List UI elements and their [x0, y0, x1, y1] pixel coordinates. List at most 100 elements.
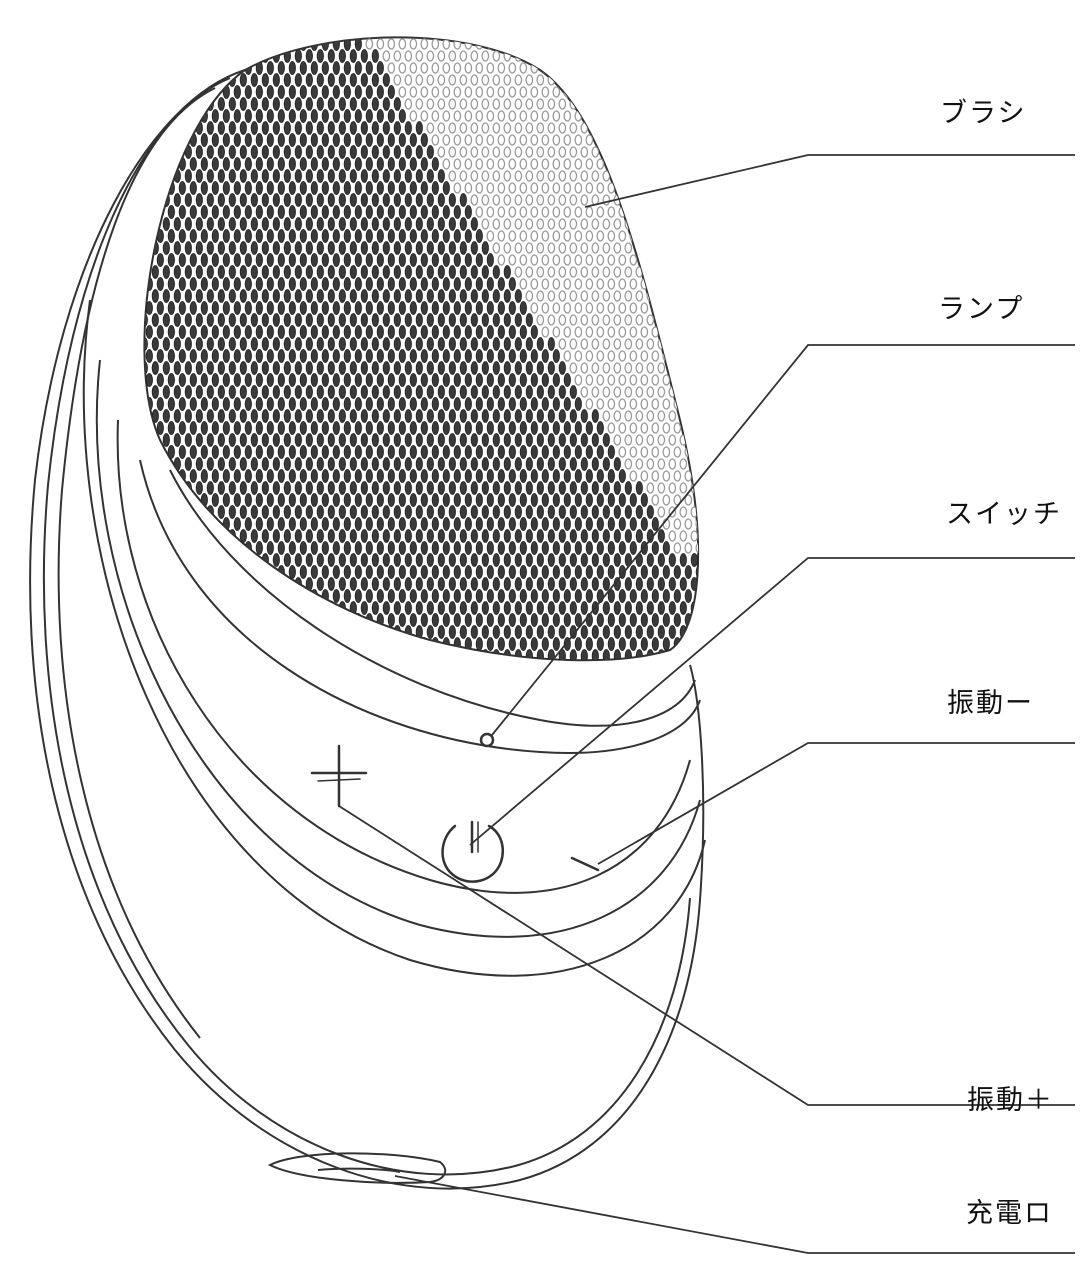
bristle: [300, 254, 306, 267]
bristle: [696, 111, 702, 121]
bristle: [339, 482, 345, 495]
bristle: [432, 302, 438, 315]
bristle: [394, 650, 400, 663]
bristle: [339, 410, 345, 423]
bristle: [212, 158, 218, 171]
bristle: [564, 15, 570, 25]
bristle: [597, 662, 603, 675]
bristle: [355, 15, 361, 25]
bristle: [284, 530, 290, 543]
bristle: [487, 374, 493, 387]
bristle: [465, 230, 471, 243]
bristle: [322, 278, 328, 291]
bristle: [702, 483, 708, 493]
bristle: [663, 566, 669, 579]
bristle: [449, 434, 455, 447]
bristle: [575, 662, 581, 675]
bristle: [498, 398, 504, 411]
bristle: [212, 542, 218, 555]
bristle: [394, 554, 400, 567]
bristle: [647, 75, 653, 85]
bristle: [542, 470, 548, 483]
bristle: [619, 447, 625, 457]
bristle: [372, 674, 378, 687]
bristle: [179, 14, 185, 27]
bristle: [531, 638, 537, 651]
bristle: [537, 626, 543, 639]
bristle: [641, 15, 647, 25]
bristle: [355, 134, 361, 147]
bristle: [432, 638, 438, 651]
bristle: [278, 182, 284, 195]
bristle: [179, 614, 185, 627]
bristle: [322, 182, 328, 195]
bristle: [537, 554, 543, 567]
bristle: [262, 506, 268, 519]
bristle: [372, 362, 378, 375]
power-icon[interactable]: [443, 822, 503, 882]
bristle: [498, 255, 504, 265]
bristle: [691, 531, 697, 541]
vibration-plus-button[interactable]: [312, 746, 366, 806]
bristle: [273, 194, 279, 207]
bristle: [328, 338, 334, 351]
bristle: [223, 14, 229, 27]
bristle: [487, 566, 493, 579]
bristle: [207, 626, 213, 639]
bristle: [542, 303, 548, 313]
bristle: [416, 314, 422, 327]
bristle: [471, 362, 477, 375]
bristle: [157, 158, 163, 171]
bristle: [559, 554, 565, 567]
bristle: [421, 470, 427, 483]
bristle: [405, 290, 411, 303]
bristle: [240, 74, 246, 87]
bristle: [344, 62, 350, 75]
bristle: [377, 254, 383, 267]
bristle: [168, 446, 174, 459]
bristle: [487, 87, 493, 97]
bristle: [152, 218, 158, 231]
bristle: [339, 242, 345, 255]
bristle: [718, 399, 724, 409]
bristle: [410, 326, 416, 339]
bristle: [168, 158, 174, 171]
bristle: [498, 638, 504, 651]
bristle: [322, 134, 328, 147]
bristle: [471, 602, 477, 615]
bristle: [388, 182, 394, 195]
bristle: [300, 422, 306, 435]
bristle: [531, 87, 537, 97]
bristle: [575, 87, 581, 97]
bristle: [685, 566, 691, 579]
bristle: [152, 482, 158, 495]
bristle: [669, 459, 675, 469]
bristle: [383, 146, 389, 159]
bristle: [300, 518, 306, 531]
bristle: [718, 495, 724, 505]
bristle: [696, 39, 702, 49]
bristle: [471, 554, 477, 567]
bristle: [245, 422, 251, 435]
bristle: [465, 15, 471, 25]
bristle: [179, 422, 185, 435]
bristle: [256, 326, 262, 339]
bristle: [212, 206, 218, 219]
bristle: [509, 614, 515, 627]
bristle: [135, 326, 141, 339]
bristle: [454, 422, 460, 435]
bristle: [306, 506, 312, 519]
vibration-minus-button[interactable]: [572, 858, 598, 870]
bristle: [229, 482, 235, 495]
bristle: [339, 506, 345, 519]
bristle: [141, 626, 147, 639]
bristle: [377, 158, 383, 171]
bristle: [421, 590, 427, 603]
bristle: [575, 231, 581, 241]
bristle: [212, 254, 218, 267]
bristle: [707, 543, 713, 553]
bristle: [570, 482, 576, 495]
bristle: [284, 650, 290, 663]
bristle: [196, 26, 202, 39]
bristle: [130, 146, 136, 159]
